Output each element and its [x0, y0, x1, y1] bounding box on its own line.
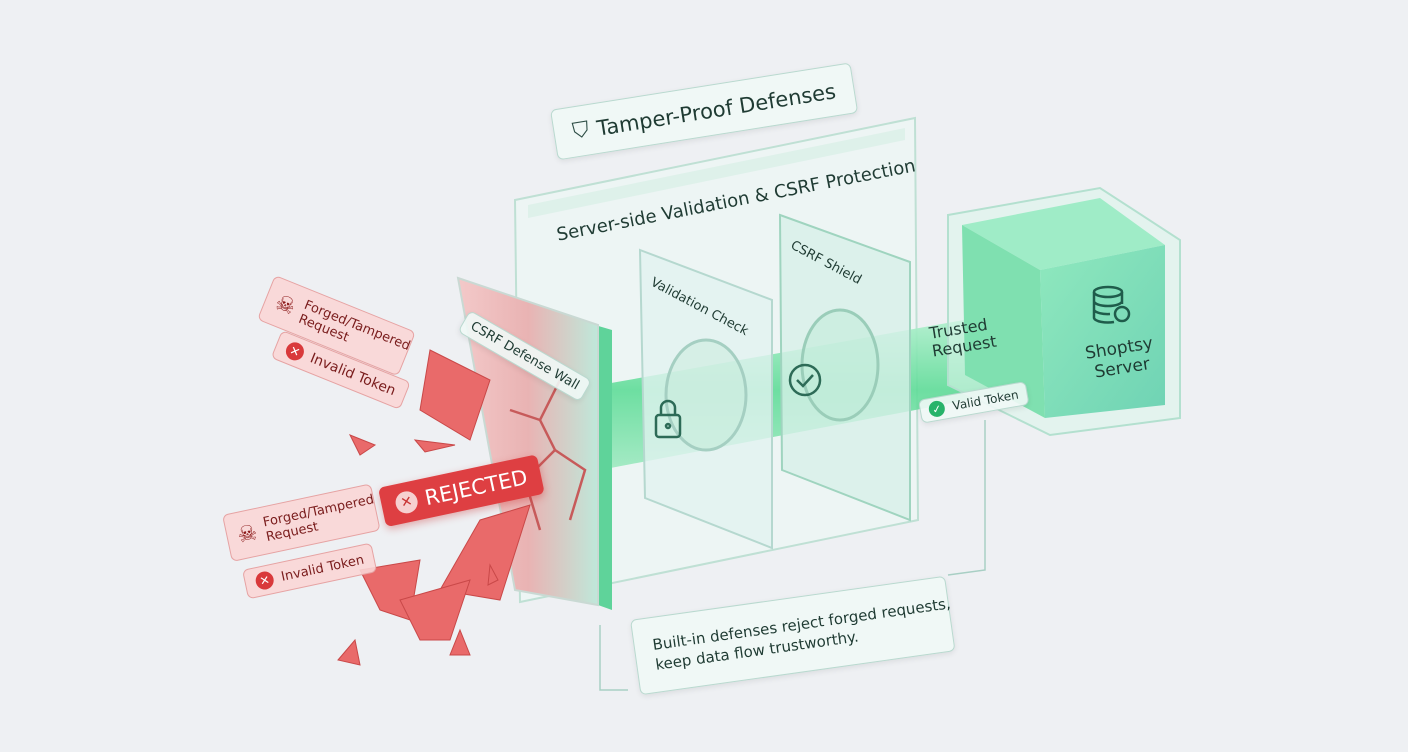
x-circle-icon: ✕ [393, 489, 420, 516]
check-icon: ✓ [927, 399, 947, 419]
shards [337, 349, 531, 666]
database-icon [1092, 285, 1131, 324]
server-cube-front [1040, 245, 1165, 418]
skull-icon: ☠ [271, 289, 300, 321]
skull-icon: ☠ [235, 519, 260, 549]
check-circle-icon [788, 363, 822, 397]
x-icon: ✕ [254, 569, 276, 592]
defense-wall-side [595, 325, 612, 610]
x-icon: ✕ [283, 339, 307, 364]
lock-icon [654, 399, 682, 439]
shield-check-icon: ⛉ [570, 117, 592, 145]
